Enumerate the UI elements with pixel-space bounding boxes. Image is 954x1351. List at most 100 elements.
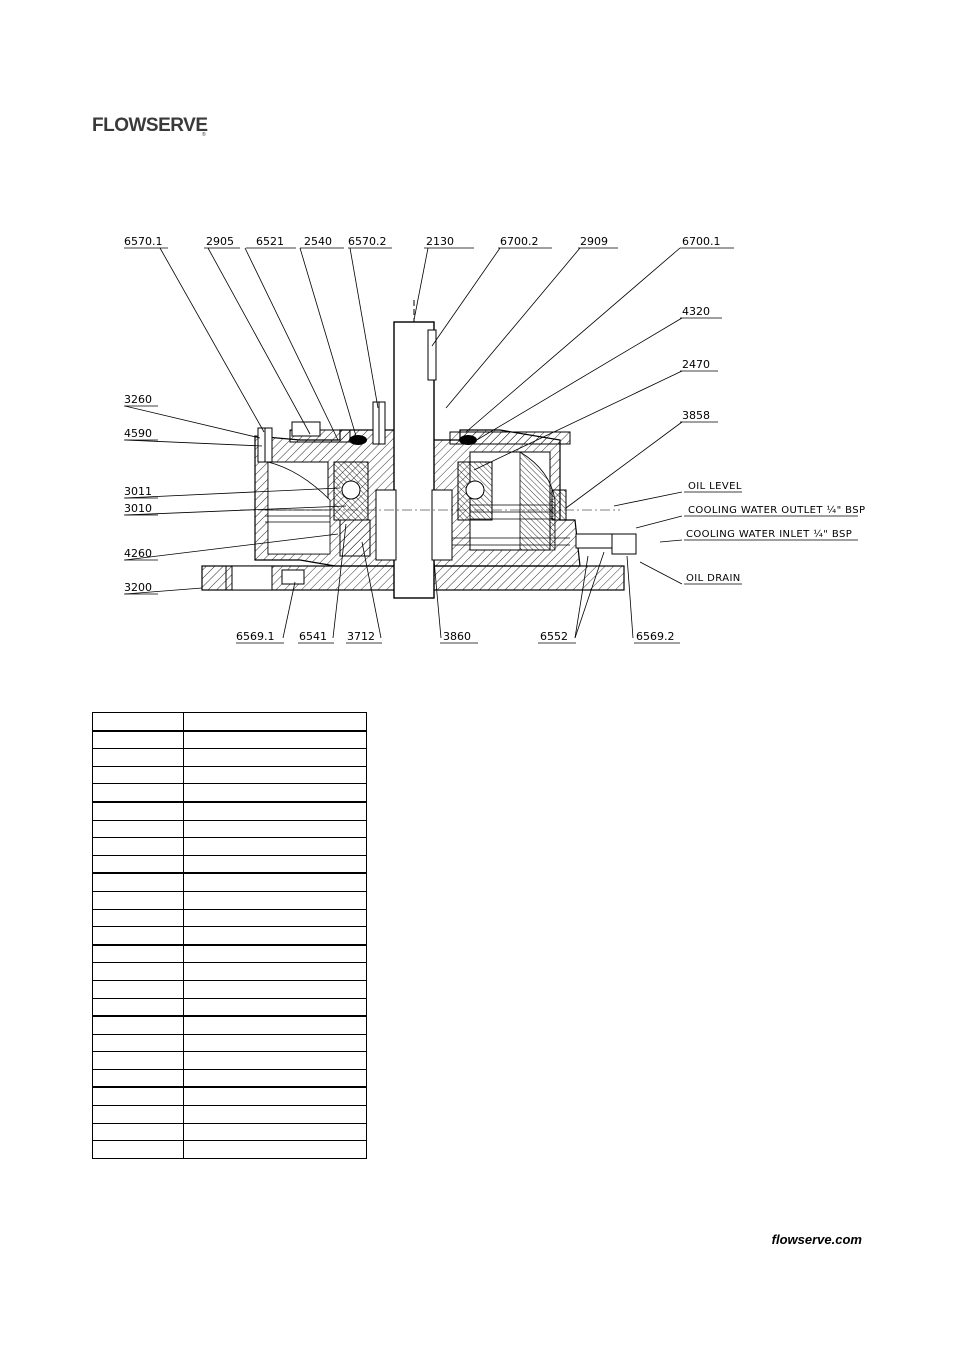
label-3860: 3860 [443,630,471,643]
table-cell-description [183,854,367,875]
table-cell-item [92,837,184,856]
table-row [92,926,367,946]
table-cell-description [183,908,367,928]
table-cell-description [183,944,367,964]
table-cell-item [92,944,184,964]
table-row [92,837,367,856]
table-cell-description [183,890,367,910]
annotation-cooling-water-outlet: COOLING WATER OUTLET ¼" BSP [688,504,865,516]
label-underlines [124,247,858,644]
label-4260: 4260 [124,547,152,560]
table-cell-description [183,1105,367,1124]
table-cell-description [183,1015,367,1035]
table-row [92,854,367,875]
label-2909: 2909 [580,235,608,248]
table-cell-description [183,997,367,1018]
annotation-oil-level: OIL LEVEL [688,481,742,492]
table-cell-description [183,748,367,767]
label-6569-2: 6569.2 [636,630,675,643]
table-cell-description [183,711,367,732]
table-cell-item [92,1015,184,1035]
annotation-oil-drain: OIL DRAIN [686,573,741,584]
label-3200: 3200 [124,581,152,594]
label-6700-2: 6700.2 [500,235,539,248]
table-cell-item [92,801,184,821]
table-row [92,962,367,981]
table-row [92,730,367,750]
table-cell-item [92,890,184,910]
table-cell-item [92,1033,184,1053]
registered-mark: ® [202,132,206,138]
table-row [92,748,367,767]
table-row [92,1122,367,1142]
table-cell-item [92,854,184,875]
table-row [92,1033,367,1053]
table-row [92,1051,367,1070]
bearing-housing-section-drawing: 6570.1 2905 6521 2540 6570.2 2130 6700.2… [124,235,865,644]
table-cell-description [183,801,367,821]
table-cell-description [183,926,367,946]
label-4320: 4320 [682,305,710,318]
label-3712: 3712 [347,630,375,643]
table-cell-item [92,711,184,732]
table-cell-description [183,783,367,803]
leader-lines [124,247,683,639]
table-cell-item [92,926,184,946]
label-6570-2: 6570.2 [348,235,387,248]
table-cell-item [92,908,184,928]
shaft [375,300,453,599]
table-cell-item [92,1086,184,1107]
table-cell-description [183,765,367,785]
table-row [92,1086,367,1107]
table-row [92,711,367,732]
table-row [92,819,367,839]
table-row [92,1105,367,1124]
table-row [92,944,367,964]
table-cell-item [92,765,184,785]
table-cell-description [183,872,367,892]
label-2540: 2540 [304,235,332,248]
table-cell-description [183,819,367,839]
label-6541: 6541 [299,630,327,643]
table-cell-item [92,872,184,892]
label-2470: 2470 [682,358,710,371]
table-cell-description [183,1051,367,1070]
table-row [92,1140,367,1159]
bearings [333,461,493,557]
table-row [92,1015,367,1035]
label-6700-1: 6700.1 [682,235,721,248]
table-cell-item [92,1105,184,1124]
label-3011: 3011 [124,485,152,498]
table-cell-description [183,1068,367,1089]
table-row [92,890,367,910]
footer-url[interactable]: flowserve.com [771,1232,862,1247]
label-2130: 2130 [426,235,454,248]
table-cell-description [183,1086,367,1107]
table-cell-description [183,1122,367,1142]
annotation-cooling-water-inlet: COOLING WATER INLET ¼" BSP [686,528,852,540]
label-2905: 2905 [206,235,234,248]
table-row [92,801,367,821]
table-row [92,783,367,803]
table-cell-item [92,997,184,1018]
flowserve-logo: FLOWSERVE ® [92,108,208,144]
table-row [92,908,367,928]
label-3010: 3010 [124,502,152,515]
label-6570-1: 6570.1 [124,235,163,248]
table-row [92,979,367,999]
table-cell-item [92,748,184,767]
label-3260: 3260 [124,393,152,406]
table-cell-description [183,1033,367,1053]
right-fittings [551,489,637,555]
table-cell-description [183,837,367,856]
table-cell-item [92,1140,184,1159]
bolts [257,401,386,585]
table-row [92,997,367,1018]
table-cell-item [92,962,184,981]
logo-text: FLOWSERVE [92,115,208,136]
table-cell-description [183,979,367,999]
table-row [92,765,367,785]
table-cell-item [92,979,184,999]
parts-table-body [92,711,367,1159]
table-cell-item [92,1122,184,1142]
